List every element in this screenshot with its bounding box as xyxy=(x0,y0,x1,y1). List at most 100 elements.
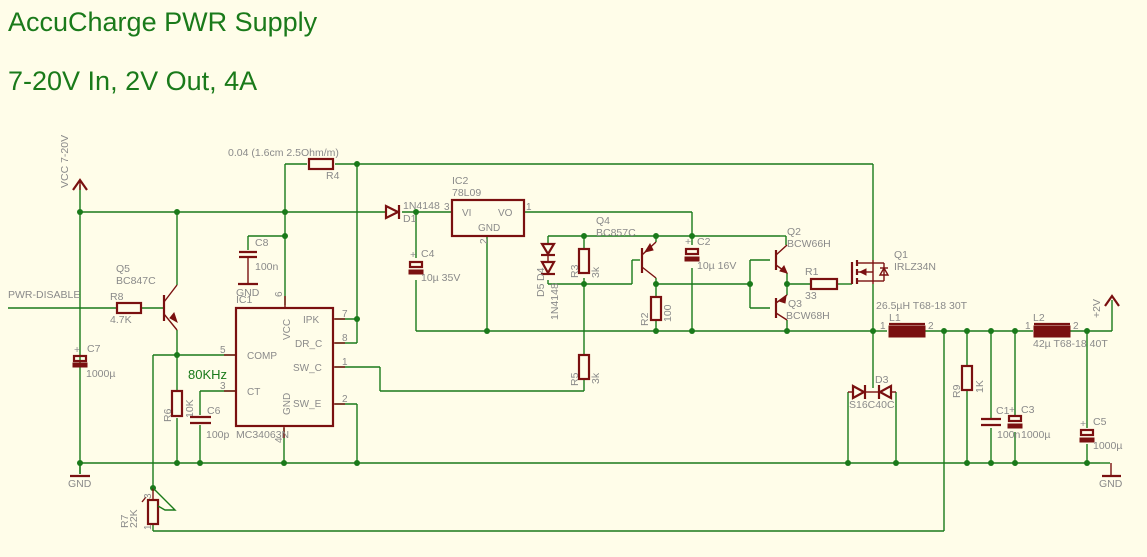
svg-text:GND: GND xyxy=(478,223,500,234)
svg-text:VCC: VCC xyxy=(282,319,293,340)
junctions xyxy=(77,161,1090,491)
svg-text:BCW66H: BCW66H xyxy=(787,238,831,250)
svg-text:100n: 100n xyxy=(255,261,279,273)
capacitor-c7: + C7 1000µ xyxy=(72,343,115,380)
svg-text:2: 2 xyxy=(479,238,490,244)
gnd-c8-label: GND xyxy=(236,287,260,299)
gnd-right: GND xyxy=(1099,463,1123,490)
inductor-l2: L2 42µ T68-18 40T 1 2 xyxy=(1025,312,1108,350)
svg-text:C3: C3 xyxy=(1021,404,1035,416)
svg-text:1000µ: 1000µ xyxy=(86,368,115,380)
svg-text:CT: CT xyxy=(247,387,260,398)
schematic-title: AccuCharge PWR Supply xyxy=(8,7,318,37)
capacitor-c5: + C5 1000µ xyxy=(1079,416,1122,452)
svg-text:+: + xyxy=(685,236,691,248)
inductor-l1: 26.5µH T68-18 30T L1 1 2 xyxy=(876,300,968,338)
svg-text:1: 1 xyxy=(526,202,532,213)
diode-d1: 1N4148 D1 xyxy=(384,200,440,225)
svg-text:10µ 16V: 10µ 16V xyxy=(697,260,736,272)
svg-text:3: 3 xyxy=(444,202,450,213)
svg-text:Q1: Q1 xyxy=(894,249,908,261)
svg-text:4.7K: 4.7K xyxy=(110,314,132,326)
resistor-r2: R2 100 xyxy=(639,295,674,326)
svg-text:22K: 22K xyxy=(128,509,140,528)
svg-text:3k: 3k xyxy=(590,266,602,278)
svg-text:C8: C8 xyxy=(255,237,269,249)
vcc-supply: VCC 7-20V xyxy=(59,135,88,191)
svg-text:1000µ: 1000µ xyxy=(1021,429,1050,441)
svg-text:GND: GND xyxy=(282,393,293,415)
capacitor-c4: + C4 10µ 35V xyxy=(408,248,460,284)
svg-text:S16C40C: S16C40C xyxy=(849,399,895,411)
resistor-r3: R3 3k xyxy=(569,247,602,278)
svg-text:1: 1 xyxy=(143,524,154,530)
svg-text:10K: 10K xyxy=(184,399,196,418)
resistor-r4: 0.04 (1.6cm 2.5Ohm/m) R4 xyxy=(228,147,340,182)
out-label: +2V xyxy=(1091,299,1103,318)
svg-text:R4: R4 xyxy=(326,170,340,182)
svg-text:C1: C1 xyxy=(996,405,1010,417)
svg-text:100n: 100n xyxy=(997,429,1021,441)
svg-text:1: 1 xyxy=(880,321,886,332)
svg-text:Q4: Q4 xyxy=(596,215,610,227)
svg-text:R6: R6 xyxy=(162,408,174,422)
capacitor-c6: C6 100p xyxy=(190,405,230,441)
svg-text:Q5: Q5 xyxy=(116,263,130,275)
transistor-q4: Q4 BC857C xyxy=(596,215,657,279)
svg-text:3: 3 xyxy=(143,493,154,499)
svg-text:+: + xyxy=(1080,418,1086,430)
svg-text:D5: D5 xyxy=(535,283,547,297)
svg-text:IPK: IPK xyxy=(303,315,319,326)
out-supply: +2V xyxy=(1091,294,1120,318)
svg-text:C7: C7 xyxy=(87,343,101,355)
svg-text:78L09: 78L09 xyxy=(452,187,481,199)
svg-text:R2: R2 xyxy=(639,312,651,326)
diode-d3: D3 S16C40C xyxy=(848,374,896,411)
resistor-r1: R1 33 xyxy=(805,266,839,302)
svg-text:R8: R8 xyxy=(110,291,124,303)
svg-text:BC857C: BC857C xyxy=(596,227,636,239)
svg-text:VO: VO xyxy=(498,208,513,219)
svg-text:42µ T68-18 40T: 42µ T68-18 40T xyxy=(1033,338,1108,350)
svg-text:3k: 3k xyxy=(590,372,602,384)
resistor-r8: R8 4.7K xyxy=(110,291,143,326)
gnd-left: GND xyxy=(68,474,92,490)
ic1-mc34063: IC1 MC34063N IPK DR_C SW_C SW_E COMP CT … xyxy=(220,291,348,443)
svg-text:33: 33 xyxy=(805,290,817,302)
frequency-note: 80KHz xyxy=(188,367,227,382)
svg-text:IC2: IC2 xyxy=(452,175,469,187)
svg-text:BCW68H: BCW68H xyxy=(786,310,830,322)
gnd-c8: GND xyxy=(236,264,260,299)
svg-text:VI: VI xyxy=(462,208,471,219)
svg-text:R7: R7 xyxy=(119,514,131,528)
svg-text:L2: L2 xyxy=(1033,312,1045,324)
capacitor-c1: C1 100n xyxy=(981,405,1021,441)
svg-text:2: 2 xyxy=(342,394,348,405)
svg-text:D1: D1 xyxy=(403,213,417,225)
svg-text:D3: D3 xyxy=(875,374,889,386)
capacitor-c2: + C2 10µ 16V xyxy=(684,236,736,272)
wires xyxy=(8,163,1113,532)
svg-text:MC34063N: MC34063N xyxy=(236,429,289,441)
capacitor-c3: + C3 1000µ xyxy=(1007,404,1050,441)
resistor-r5: R5 3k xyxy=(569,353,602,386)
pwr-disable-label: PWR-DISABLE xyxy=(8,289,80,301)
svg-text:1: 1 xyxy=(342,357,348,368)
svg-text:R1: R1 xyxy=(805,266,819,278)
svg-text:1N4148: 1N4148 xyxy=(403,200,440,212)
svg-text:+: + xyxy=(74,344,80,356)
transistor-q2: Q2 BCW66H xyxy=(774,226,831,274)
svg-text:+: + xyxy=(410,249,416,261)
svg-text:IC1: IC1 xyxy=(236,294,253,306)
svg-text:2: 2 xyxy=(928,321,934,332)
transistor-q5: Q5 BC847C xyxy=(116,263,178,331)
svg-text:8: 8 xyxy=(342,333,348,344)
svg-text:D4: D4 xyxy=(535,267,547,281)
svg-text:2: 2 xyxy=(1073,321,1079,332)
svg-text:BC847C: BC847C xyxy=(116,275,156,287)
trimmer-r7: R7 22K 3 1 xyxy=(119,487,177,530)
svg-text:+: + xyxy=(1009,404,1015,416)
svg-text:C5: C5 xyxy=(1093,416,1107,428)
svg-text:IRLZ34N: IRLZ34N xyxy=(894,261,936,273)
